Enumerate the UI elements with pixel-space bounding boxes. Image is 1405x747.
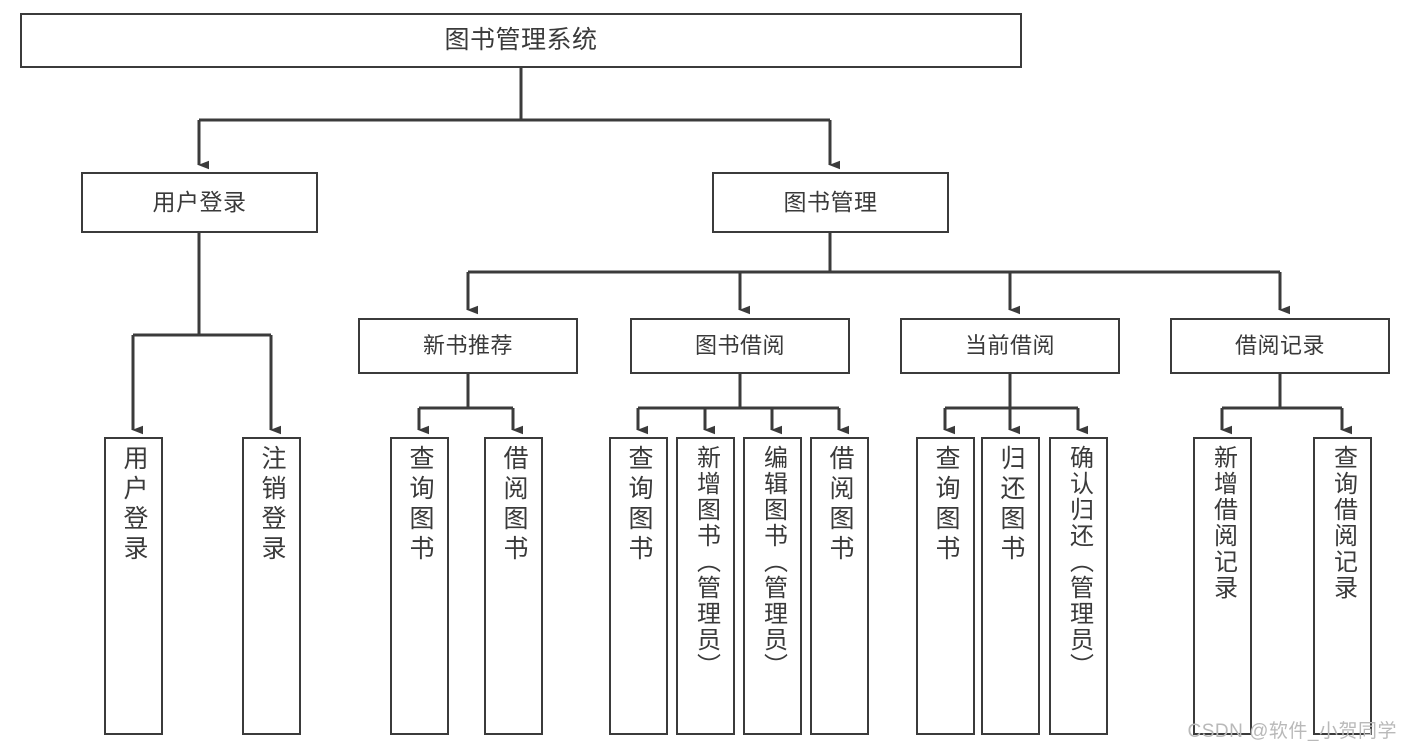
csdn-watermark: CSDN @软件_小贺同学	[1187, 721, 1397, 742]
leaf-new-book-borrow-label: 借阅图书	[500, 445, 528, 565]
leaf-user-login-signout[interactable]: 注销登录	[242, 437, 301, 735]
leaf-borrow-query-book[interactable]: 查询图书	[609, 437, 668, 735]
leaf-borrow-add-book-admin-label: 新增图书（管理员）	[692, 445, 720, 679]
leaf-user-login-signin[interactable]: 用户登录	[104, 437, 163, 735]
leaf-borrow-borrow-book[interactable]: 借阅图书	[810, 437, 869, 735]
node-current-borrow[interactable]: 当前借阅	[900, 318, 1120, 374]
leaf-new-book-query[interactable]: 查询图书	[390, 437, 449, 735]
node-book-borrow-label: 图书借阅	[694, 333, 785, 359]
leaf-borrow-add-book-admin[interactable]: 新增图书（管理员）	[676, 437, 735, 735]
leaf-borrow-edit-book-admin[interactable]: 编辑图书（管理员）	[743, 437, 802, 735]
node-current-borrow-label: 当前借阅	[964, 333, 1055, 359]
leaf-current-return-book[interactable]: 归还图书	[981, 437, 1040, 735]
leaf-current-return-book-label: 归还图书	[997, 445, 1025, 565]
node-new-book-recommend[interactable]: 新书推荐	[358, 318, 578, 374]
leaf-record-query-label: 查询借阅记录	[1329, 445, 1357, 601]
leaf-borrow-query-book-label: 查询图书	[625, 445, 653, 565]
leaf-current-query-book[interactable]: 查询图书	[916, 437, 975, 735]
node-book-borrow[interactable]: 图书借阅	[630, 318, 850, 374]
leaf-record-add[interactable]: 新增借阅记录	[1193, 437, 1252, 735]
node-root-system[interactable]: 图书管理系统	[20, 13, 1022, 68]
leaf-new-book-borrow[interactable]: 借阅图书	[484, 437, 543, 735]
node-user-login[interactable]: 用户登录	[81, 172, 318, 233]
leaf-borrow-edit-book-admin-label: 编辑图书（管理员）	[759, 445, 787, 679]
leaf-record-add-label: 新增借阅记录	[1209, 445, 1237, 601]
leaf-record-query[interactable]: 查询借阅记录	[1313, 437, 1372, 735]
node-user-login-label: 用户登录	[152, 189, 247, 216]
node-new-book-recommend-label: 新书推荐	[422, 333, 513, 359]
leaf-current-query-book-label: 查询图书	[932, 445, 960, 565]
leaf-user-login-signin-label: 用户登录	[120, 445, 148, 565]
node-borrow-record-label: 借阅记录	[1234, 333, 1325, 359]
node-book-management-label: 图书管理	[783, 189, 878, 216]
node-root-system-label: 图书管理系统	[444, 26, 598, 55]
leaf-user-login-signout-label: 注销登录	[258, 445, 286, 565]
leaf-new-book-query-label: 查询图书	[406, 445, 434, 565]
leaf-current-confirm-return-admin[interactable]: 确认归还（管理员）	[1049, 437, 1108, 735]
leaf-borrow-borrow-book-label: 借阅图书	[826, 445, 854, 565]
node-book-management[interactable]: 图书管理	[712, 172, 949, 233]
leaf-current-confirm-return-admin-label: 确认归还（管理员）	[1065, 445, 1093, 679]
node-borrow-record[interactable]: 借阅记录	[1170, 318, 1390, 374]
